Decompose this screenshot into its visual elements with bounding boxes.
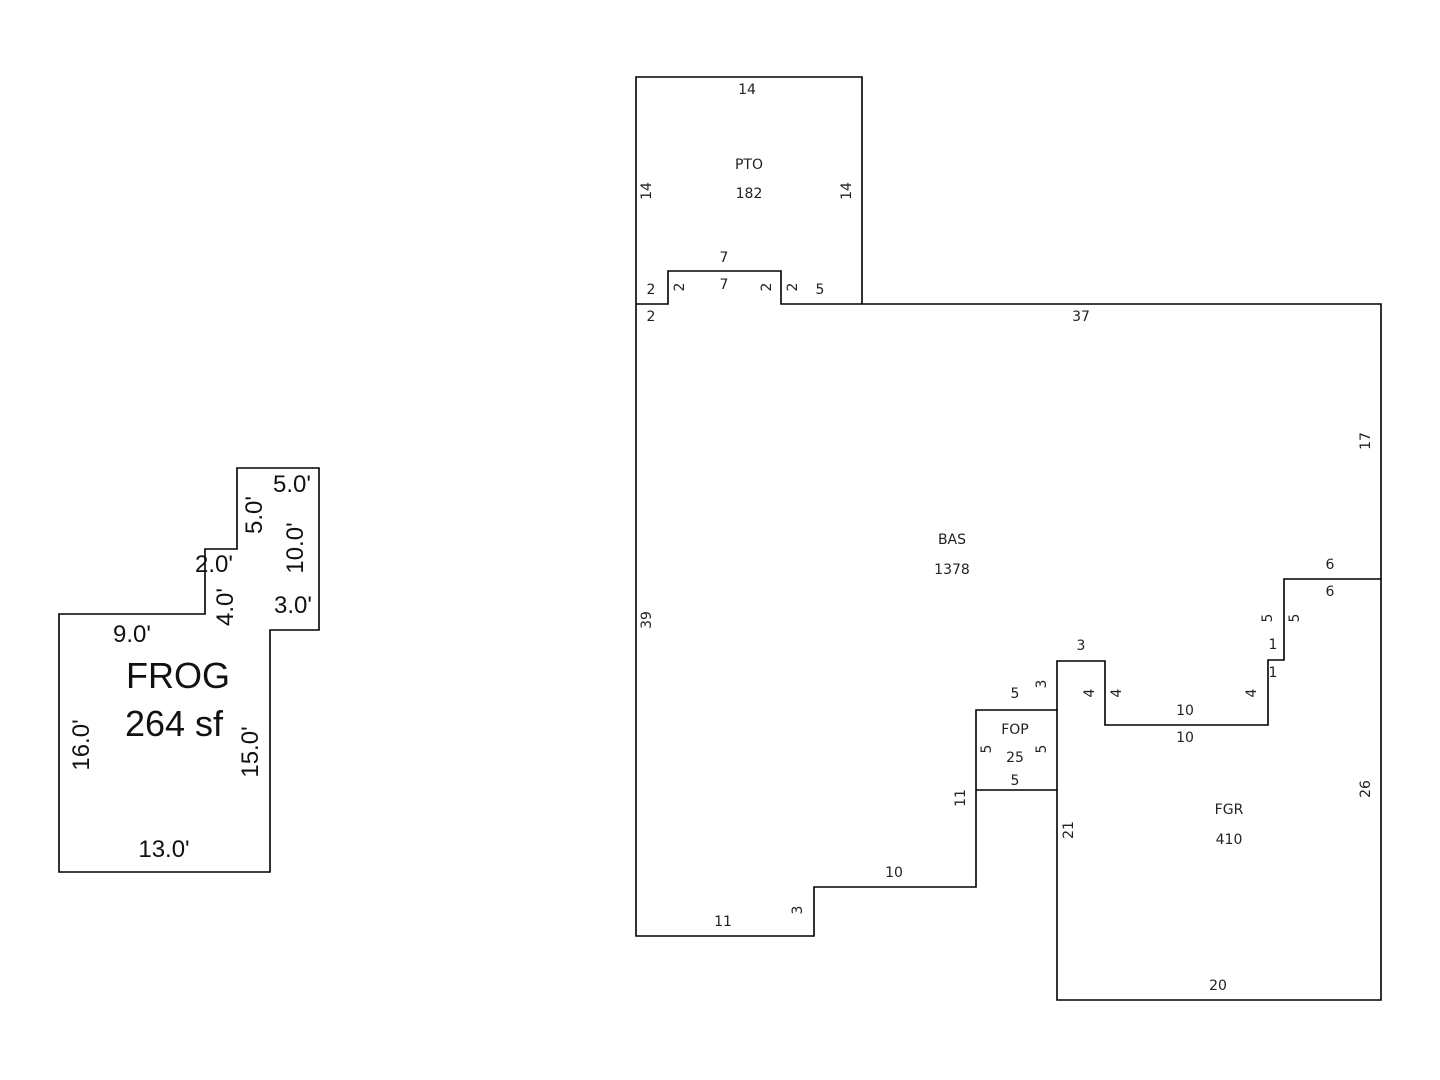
fop-area: 25 xyxy=(1006,750,1024,766)
bas-dim: 3 xyxy=(1034,680,1050,689)
frog-dim: 4.0' xyxy=(212,588,239,626)
bas-dim: 6 xyxy=(1326,584,1335,600)
fop-dim: 5 xyxy=(979,745,995,754)
bas-dim: 4 xyxy=(1244,688,1260,697)
bas-dim: 4 xyxy=(1082,688,1098,697)
bas-dim: 3 xyxy=(1077,638,1086,654)
frog-dim: 3.0' xyxy=(274,592,312,619)
fgr-dim: 21 xyxy=(1061,821,1077,839)
fgr-dim: 26 xyxy=(1358,780,1374,798)
bas-dim: 3 xyxy=(790,906,806,915)
pto-dim: 7 xyxy=(720,250,729,266)
frog-dim: 2.0' xyxy=(195,551,233,578)
frog-label: FROG xyxy=(126,655,230,696)
frog-dim: 10.0' xyxy=(282,522,309,573)
bas-dim: 5 xyxy=(1260,614,1276,623)
pto-dim: 5 xyxy=(816,282,825,298)
fgr-area: 410 xyxy=(1216,832,1243,848)
frog-dim: 15.0' xyxy=(237,726,264,777)
frog-area: 264 sf xyxy=(125,703,224,744)
bas-dim: 37 xyxy=(1072,309,1090,325)
pto-dim: 14 xyxy=(839,182,855,200)
pto-dim: 2 xyxy=(647,309,656,325)
bas-dim: 10 xyxy=(885,865,903,881)
bas-dim: 10 xyxy=(1176,730,1194,746)
bas-dim: 6 xyxy=(1326,557,1335,573)
bas-area: 1378 xyxy=(934,562,970,578)
bas-dim: 11 xyxy=(714,914,732,930)
bas-outline xyxy=(635,303,1382,937)
pto-dim: 14 xyxy=(639,182,655,200)
pto-dim: 2 xyxy=(759,283,775,292)
pto-dim: 14 xyxy=(738,82,756,98)
frog-dim: 16.0' xyxy=(68,719,95,770)
pto-dim: 2 xyxy=(647,282,656,298)
bas-label: BAS xyxy=(938,532,966,548)
bas-dim: 10 xyxy=(1176,703,1194,719)
frog-dim: 13.0' xyxy=(138,836,189,863)
pto-notch xyxy=(636,270,862,305)
pto-label: PTO xyxy=(735,157,763,173)
bas-dim: 39 xyxy=(639,611,655,629)
pto-dim: 2 xyxy=(785,283,801,292)
frog-dim: 5.0' xyxy=(273,471,311,498)
frog-dim: 9.0' xyxy=(113,621,151,648)
pto-dim: 2 xyxy=(672,283,688,292)
fop-dim: 5 xyxy=(1034,745,1050,754)
frog-dim: 5.0' xyxy=(241,496,268,534)
bas-dim: 17 xyxy=(1358,432,1374,450)
pto-outline xyxy=(635,76,863,304)
bas-dim: 11 xyxy=(953,789,969,807)
fop-label: FOP xyxy=(1001,722,1029,738)
frog-outline xyxy=(58,467,320,873)
fgr-dim: 20 xyxy=(1209,978,1227,994)
bas-dim: 4 xyxy=(1109,688,1125,697)
pto-area: 182 xyxy=(736,186,763,202)
fgr-outline xyxy=(1056,579,1382,1001)
pto-dim: 7 xyxy=(720,277,729,293)
fop-dim: 5 xyxy=(1011,773,1020,789)
bas-dim: 5 xyxy=(1011,686,1020,702)
bas-dim: 1 xyxy=(1269,637,1278,653)
bas-dim: 1 xyxy=(1269,665,1278,681)
bas-dim: 5 xyxy=(1287,614,1303,623)
fgr-label: FGR xyxy=(1215,802,1244,818)
